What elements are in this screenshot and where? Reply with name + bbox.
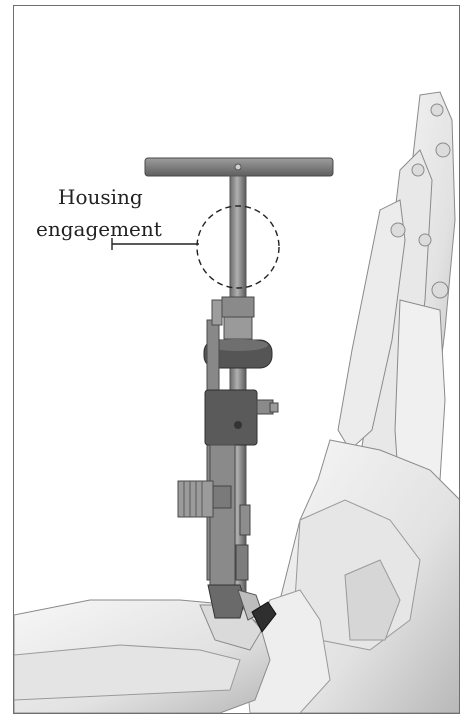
callout-label-line1: Housing bbox=[58, 184, 143, 210]
callout-label-line2: engagement bbox=[36, 216, 162, 242]
